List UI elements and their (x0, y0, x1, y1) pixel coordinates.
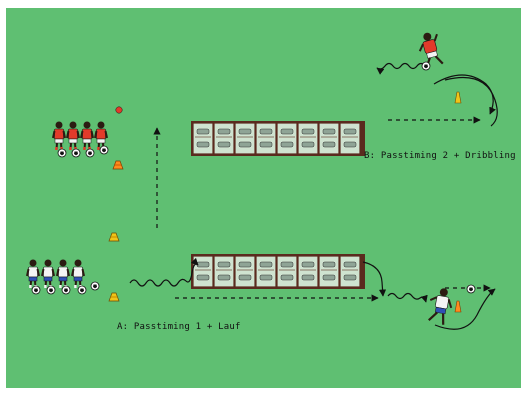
ball-icon (100, 146, 108, 154)
ball-icon (422, 62, 430, 70)
cone-icon (455, 92, 461, 103)
ball-icon (62, 286, 70, 294)
ball-icon (32, 286, 40, 294)
station-a-label: A: Passtiming 1 + Lauf (117, 322, 241, 332)
rebounder-icon-bottom (191, 254, 365, 289)
player-icon (81, 122, 93, 151)
dribble-arrow-a2 (388, 294, 426, 303)
run-arrow-a (363, 262, 383, 296)
player-icon (27, 260, 39, 289)
station-b-label: B: Passtiming 2 + Dribbling (364, 151, 516, 161)
player-icon (53, 122, 65, 151)
ball-icon (78, 286, 86, 294)
ball-icon (86, 149, 94, 157)
dribble-arrow-a (130, 264, 198, 286)
curve-arrow-b (434, 75, 493, 114)
player-b-active (416, 30, 445, 68)
ball-icon (91, 282, 99, 290)
cone-icon (455, 301, 461, 312)
cone-icon (109, 233, 119, 241)
player-icon (57, 260, 69, 289)
player-icon (67, 122, 79, 151)
ball-icon (58, 149, 66, 157)
ball-icon (47, 286, 55, 294)
player-icon (95, 122, 107, 151)
ball-icon (467, 285, 475, 293)
player-group-red (53, 107, 123, 169)
curve-arrow-b2 (445, 78, 497, 127)
player-a-active (426, 286, 454, 325)
player-icon (42, 260, 54, 289)
player-group-white (27, 233, 119, 301)
ball-icon (72, 149, 80, 157)
dribble-arrow-b (377, 64, 425, 70)
cone-icon (113, 161, 123, 169)
rebounder-icon-top (191, 121, 365, 156)
player-icon (72, 260, 84, 289)
cone-icon (109, 293, 119, 301)
